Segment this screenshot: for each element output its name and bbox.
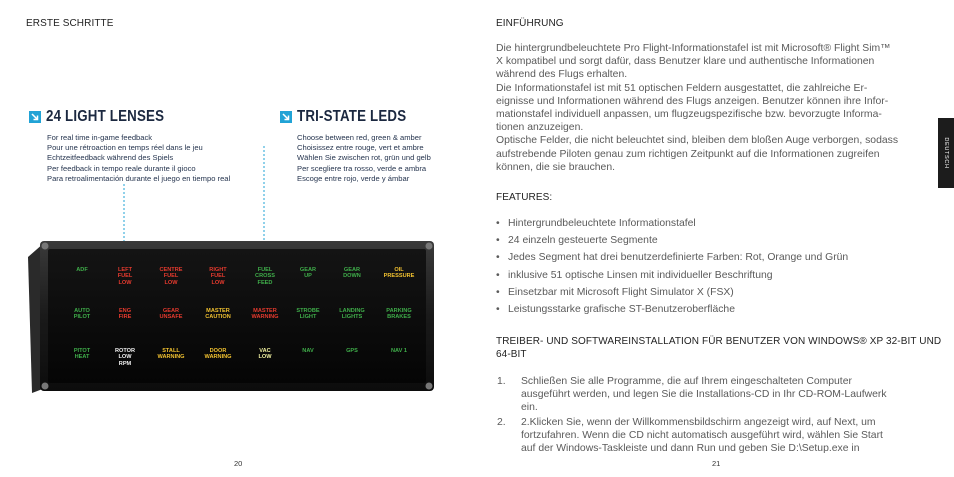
step-line: 2.Klicken Sie, wenn der Willkommensbilds… xyxy=(521,417,876,428)
intro-text: Die hintergrundbeleuchtete Pro Flight-In… xyxy=(496,42,946,174)
leds-line: Choose between red, green & amber xyxy=(297,133,422,142)
leds-description: Choose between red, green & amber Choisi… xyxy=(297,133,431,184)
lenses-line: Para retroalimentación durante el juego … xyxy=(47,173,231,183)
arrow-icon xyxy=(280,111,292,123)
feature-text: Hintergrundbeleuchtete Informationstafel xyxy=(508,218,696,229)
step-line: fortzufahren. Wenn die CD nicht automati… xyxy=(521,430,883,442)
panel-body xyxy=(28,241,434,393)
lenses-description: For real time in-game feedback Pour une … xyxy=(47,133,230,184)
arrow-icon xyxy=(29,111,41,123)
intro-line: Optische Felder, die nicht beleuchtet si… xyxy=(496,135,899,147)
lenses-line: Per feedback in tempo reale durante il g… xyxy=(47,163,196,173)
intro-line: Die Informationstafel ist mit 51 optisch… xyxy=(496,82,868,94)
bullet-icon: • xyxy=(496,235,500,246)
step-line: ausgeführt werden, und legen Sie die Ins… xyxy=(521,389,887,401)
left-page-number: 20 xyxy=(234,459,243,468)
leds-title: TRI-STATE LEDS xyxy=(297,108,407,125)
bullet-icon: • xyxy=(496,304,500,315)
step-text: 2.Klicken Sie, wenn der Willkommensbilds… xyxy=(521,416,947,456)
step-number: 2. xyxy=(497,417,506,428)
leds-line: Choisissez entre rouge, vert et ambre xyxy=(297,143,424,153)
feature-text: Einsetzbar mit Microsoft Flight Simulato… xyxy=(508,287,734,298)
panel-lens-label: NAV 1 xyxy=(390,348,408,354)
intro-line: während des Flugs erhalten. xyxy=(496,69,628,81)
leds-line: Wählen Sie zwischen rot, grün und gelb xyxy=(297,153,431,163)
step-line: Schließen Sie alle Programme, die auf Ih… xyxy=(521,376,852,387)
bullet-icon: • xyxy=(496,252,500,263)
left-page-header: ERSTE SCHRITTE xyxy=(26,18,114,29)
install-heading-line: 64-BIT xyxy=(496,349,527,360)
lenses-line: For real time in-game feedback xyxy=(47,133,153,142)
panel-lens-label: ADF xyxy=(76,267,88,273)
install-heading: TREIBER- UND SOFTWAREINSTALLATION FÜR BE… xyxy=(496,335,941,361)
intro-line: können, die sie brauchen. xyxy=(496,161,616,173)
intro-line: eignisse und Informationen während des F… xyxy=(496,95,889,107)
panel-lens-label: NAV xyxy=(302,348,314,354)
feature-text: Jedes Segment hat drei benutzerdefiniert… xyxy=(508,252,849,263)
bullet-icon: • xyxy=(496,287,500,298)
intro-line: tionen anzuzeigen. xyxy=(496,122,584,134)
step-line: ein. xyxy=(521,402,538,414)
right-page-number: 21 xyxy=(712,459,721,468)
feature-text: inklusive 51 optische Linsen mit individ… xyxy=(508,270,773,281)
step-number: 1. xyxy=(497,376,506,387)
language-tab-label: DEUTSCH xyxy=(943,137,949,169)
right-page-header: EINFÜHRUNG xyxy=(496,18,564,29)
lenses-title: 24 LIGHT LENSES xyxy=(46,108,165,125)
language-tab: DEUTSCH xyxy=(938,118,954,188)
intro-line: X kompatibel und sorgt dafür, dass Benut… xyxy=(496,56,875,68)
bullet-icon: • xyxy=(496,218,500,229)
lenses-line: Pour une rétroaction en temps réel dans … xyxy=(47,143,203,153)
install-heading-line: TREIBER- UND SOFTWAREINSTALLATION FÜR BE… xyxy=(496,336,942,347)
intro-line: mationstafel individuell anpassen, um fl… xyxy=(496,109,882,121)
features-heading: FEATURES: xyxy=(496,192,553,203)
step-line: auf der Windows-Taskleiste und dann Run … xyxy=(521,443,860,455)
feature-text: Leistungsstarke grafische ST-Benutzerobe… xyxy=(508,304,735,315)
intro-line: Die hintergrundbeleuchtete Pro Flight-In… xyxy=(496,43,891,54)
bullet-icon: • xyxy=(496,270,500,281)
intro-line: aufstrebende Piloten genau zum richtigen… xyxy=(496,148,880,160)
leds-line: Per scegliere tra rosso, verde e ambra xyxy=(297,163,427,173)
panel-lens-label: GPS xyxy=(346,348,358,354)
step-text: Schließen Sie alle Programme, die auf Ih… xyxy=(521,375,947,415)
feature-text: 24 einzeln gesteuerte Segmente xyxy=(508,235,658,246)
lenses-line: Echtzeitfeedback während des Spiels xyxy=(47,153,174,163)
leds-line: Escoge entre rojo, verde y ámbar xyxy=(297,173,410,183)
